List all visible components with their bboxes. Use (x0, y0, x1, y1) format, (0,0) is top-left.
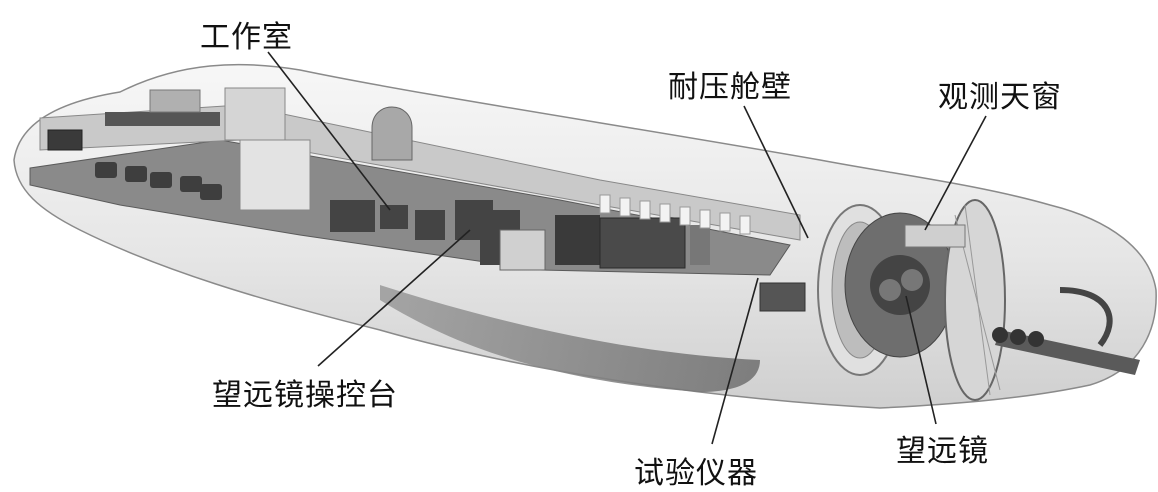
forward-seats (95, 162, 222, 200)
label-observation-window: 观测天窗 (938, 80, 1062, 115)
studio-area (105, 87, 311, 211)
leader-studio (267, 51, 391, 211)
leader-telescope (905, 295, 937, 425)
arched-door (371, 106, 413, 161)
test-instrument-box (759, 282, 806, 312)
cockpit-window (47, 129, 83, 151)
label-telescope-console: 望远镜操控台 (212, 378, 398, 413)
label-telescope: 望远镜 (896, 434, 989, 469)
label-test-instruments: 试验仪器 (634, 456, 758, 491)
observation-window-panel (904, 224, 966, 248)
leader-bulkhead (743, 105, 809, 239)
label-pressure-bulkhead: 耐压舱壁 (668, 70, 792, 105)
aft-equipment (992, 287, 1140, 375)
telescope-body (870, 255, 930, 315)
leader-window (924, 115, 987, 231)
leader-lines (267, 51, 987, 445)
cabin-windows (599, 194, 751, 235)
fuselage-belly (380, 285, 760, 392)
label-studio: 工作室 (200, 20, 293, 55)
leader-instruments (711, 277, 759, 445)
leader-console (317, 229, 471, 367)
